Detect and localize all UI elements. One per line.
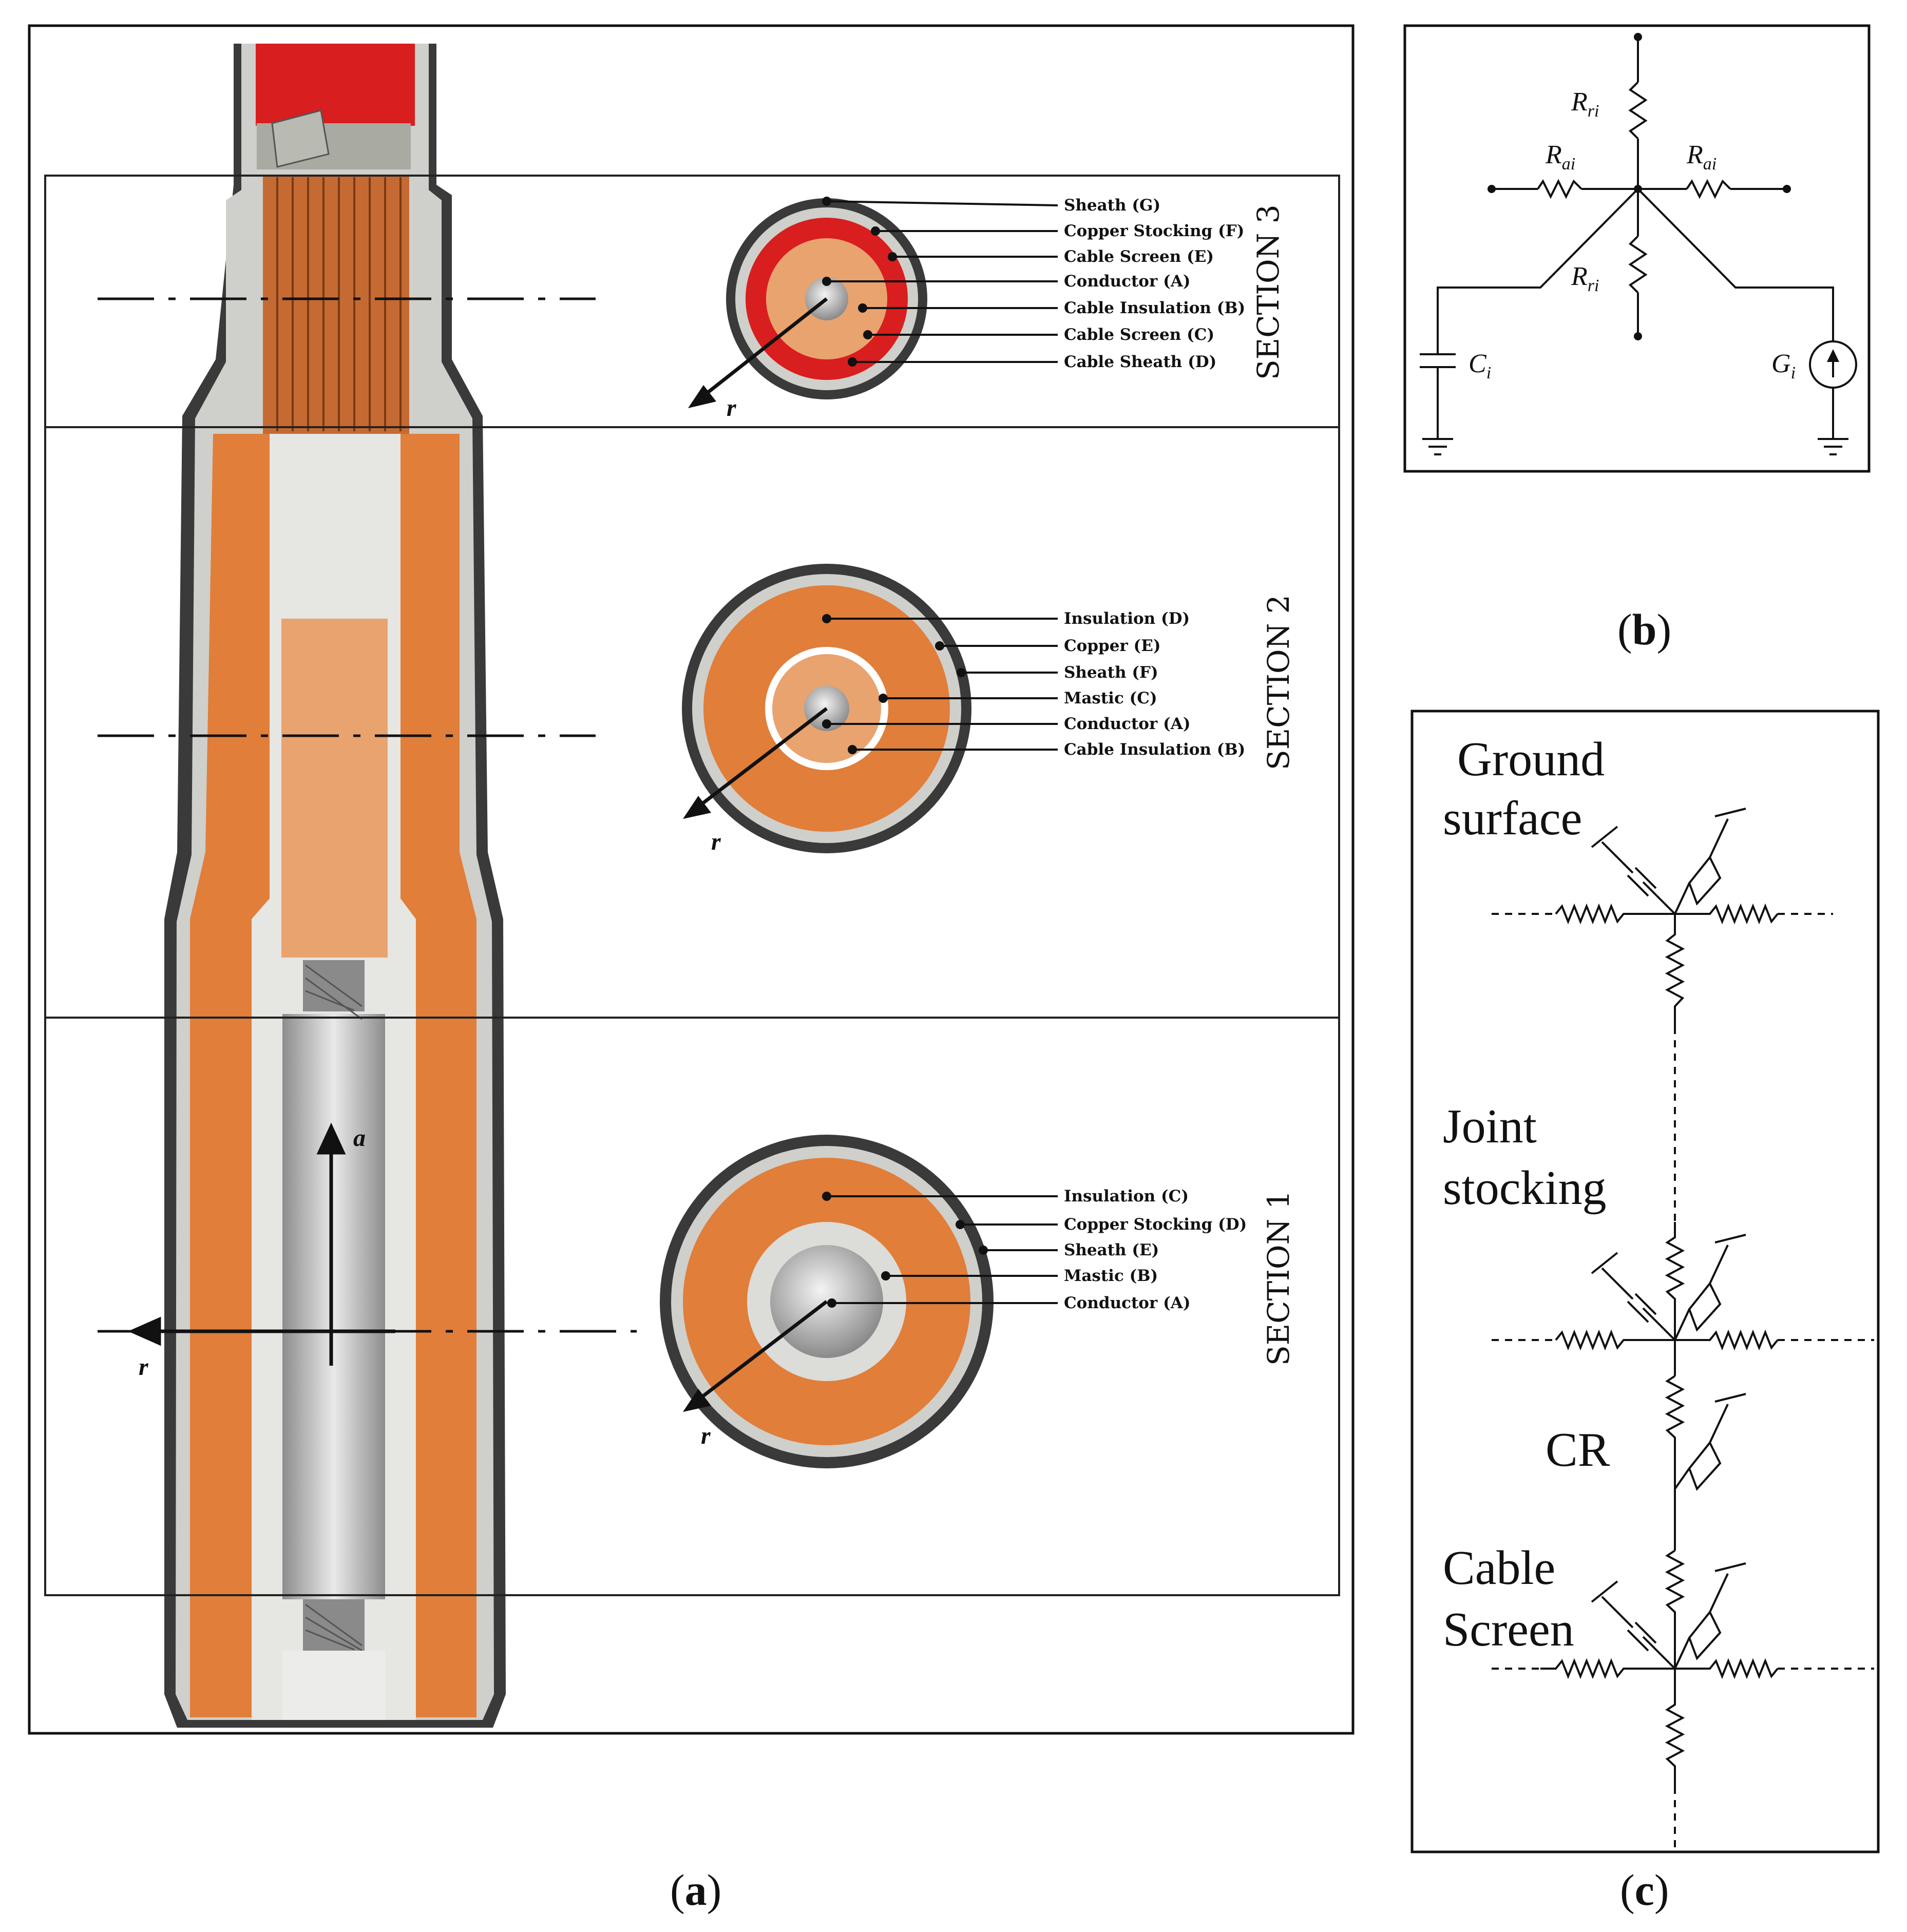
section3-label-7: Cable Sheath (D)	[1064, 353, 1216, 371]
section2-radial-label: r	[711, 828, 721, 855]
panel-c-caption: (c)	[1620, 1865, 1669, 1915]
center-lines	[98, 297, 637, 1333]
section1-label-2: Copper Stocking (D)	[1064, 1215, 1247, 1234]
ground-surface-label-line1: Ground	[1457, 733, 1605, 786]
strand-lines	[276, 177, 402, 431]
circuit-wires	[1420, 37, 1857, 455]
copper-stocking-strands	[263, 175, 409, 434]
section1-label-3: Sheath (E)	[1064, 1241, 1159, 1259]
cable-screen-label-line2: Screen	[1443, 1603, 1574, 1656]
mastic-sleeve	[281, 619, 388, 958]
section2-title: SECTION 2	[1261, 595, 1296, 770]
section3-radial-label: r	[727, 394, 737, 422]
circuit-nodes	[1488, 33, 1791, 340]
section1-cross-section	[660, 1135, 994, 1468]
section2-label-4: Mastic (C)	[1064, 689, 1157, 707]
section3-leaders	[822, 197, 1058, 367]
section2-label-5: Conductor (A)	[1064, 715, 1191, 733]
cap-wedge	[271, 109, 330, 168]
bottom-white-block	[282, 1651, 385, 1720]
section1-box	[44, 1017, 1340, 1596]
ground-surface-label-line2: surface	[1443, 792, 1582, 845]
section3-label-6: Cable Screen (C)	[1064, 326, 1214, 344]
axis-a-label: a	[353, 1124, 366, 1152]
red-top-cap	[256, 44, 415, 126]
section1-title: SECTION 1	[1261, 1190, 1296, 1366]
axis-r-label: r	[139, 1353, 149, 1381]
section3-label-4: Conductor (A)	[1064, 272, 1191, 291]
source-arrow-icon	[1827, 349, 1839, 362]
section1-label-4: Mastic (B)	[1064, 1267, 1158, 1285]
panel-a: a r r Sheath (G) Copper Stocking (F) Cab…	[28, 24, 1355, 1915]
ground-ticks	[1591, 808, 1746, 1603]
section1-radial-label: r	[701, 1422, 711, 1449]
panel-b-frame	[1403, 24, 1871, 473]
section2-label-6: Cable Insulation (B)	[1064, 740, 1245, 759]
section2-label-1: Insulation (D)	[1064, 609, 1190, 628]
cable-screen-label-line1: Cable	[1443, 1541, 1555, 1595]
joint-stocking-label-line1: Joint	[1443, 1100, 1537, 1153]
section2-label-3: Sheath (F)	[1064, 663, 1158, 682]
section1-label-5: Conductor (A)	[1064, 1294, 1191, 1312]
network-wires	[1492, 818, 1874, 1848]
r-radial-top-label: Rri	[1571, 87, 1599, 121]
connector-body	[282, 1014, 385, 1599]
section3-label-5: Cable Insulation (B)	[1064, 299, 1245, 317]
axis-arrows	[128, 1122, 395, 1366]
section1-leaders	[822, 1192, 1058, 1308]
strand-hatching	[305, 964, 363, 1652]
section3-label-2: Copper Stocking (F)	[1064, 222, 1244, 240]
section3-label-3: Cable Screen (E)	[1064, 247, 1214, 266]
section1-label-1: Insulation (C)	[1064, 1187, 1189, 1206]
panel-a-caption: (a)	[670, 1865, 721, 1915]
source-label: Gi	[1771, 349, 1796, 382]
section3-label-1: Sheath (G)	[1064, 196, 1160, 215]
panel-b-caption: (b)	[1617, 605, 1671, 654]
section2-cross-section	[682, 564, 971, 853]
r-axial-right-label: Rai	[1686, 140, 1717, 174]
panel-c: Ground surface Joint stocking CR Cable S…	[1410, 710, 1880, 1915]
section2-leaders	[822, 614, 1058, 754]
panel-b: Rri Rai Rai Rri Ci Gi (b)	[1403, 24, 1871, 654]
panel-a-frame	[28, 24, 1355, 1735]
r-axial-left-label: Rai	[1545, 140, 1575, 174]
joint-stocking-label-line2: stocking	[1443, 1161, 1607, 1215]
section3-title: SECTION 3	[1251, 204, 1286, 380]
section2-label-2: Copper (E)	[1064, 637, 1161, 655]
r-radial-bottom-label: Rri	[1571, 262, 1599, 295]
capacitor-label: Ci	[1469, 349, 1491, 382]
cr-label: CR	[1546, 1423, 1610, 1477]
joint-longitudinal-section	[164, 44, 506, 1728]
section3-cross-section	[688, 198, 927, 408]
panel-c-frame	[1410, 710, 1880, 1853]
